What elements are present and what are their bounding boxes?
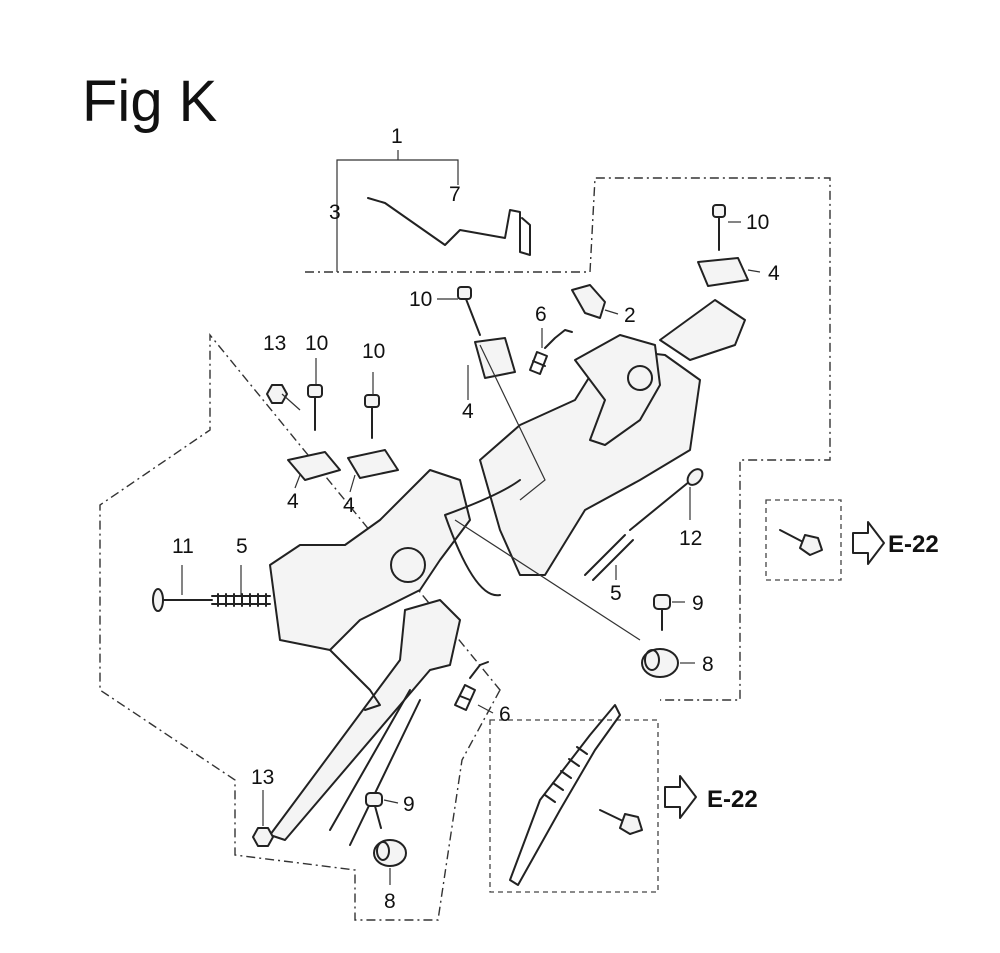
reference-label-upper: E-22: [888, 531, 939, 558]
control-lever-bracket: [479, 349, 701, 576]
center-boss: [390, 547, 426, 583]
bolt-10-center-left: [364, 394, 380, 439]
callout-6-upper: 6: [535, 303, 547, 326]
choke-plate: [574, 334, 661, 446]
callout-10-center-left: 10: [362, 340, 385, 363]
spring-6-upper: [529, 329, 573, 375]
reference-box-upper: [765, 499, 842, 581]
bolt-10-center: [457, 286, 481, 336]
nut-13-lower: [252, 827, 274, 847]
knob-8-lower: [373, 839, 407, 867]
callout-9-right: 9: [692, 592, 704, 615]
lower-arm: [329, 689, 421, 846]
wire-clamp-center: [474, 337, 516, 379]
callout-11: 11: [172, 535, 194, 558]
reference-label-lower: E-22: [707, 786, 758, 813]
callout-6-lower: 6: [499, 703, 511, 726]
callout-9-lower: 9: [403, 793, 415, 816]
callout-1: 1: [391, 125, 403, 148]
arrow-right-icon: [852, 521, 885, 565]
bolt-10-right: [712, 204, 726, 251]
pin-9-right: [653, 594, 671, 631]
upper-right-plate: [659, 299, 746, 361]
wire-clamp-left-1: [287, 451, 341, 481]
callout-8-right: 8: [702, 653, 714, 676]
callout-10-left: 10: [305, 332, 328, 355]
wire-clamp-right: [697, 257, 749, 287]
screw-11: [152, 588, 213, 612]
throttle-lever-arm: [269, 599, 461, 841]
callout-3: 3: [329, 201, 341, 224]
bolt-10-left: [307, 384, 323, 431]
wire-clamp-left-2: [347, 449, 399, 479]
nut-13-upper: [266, 384, 288, 404]
callout-13-upper: 13: [263, 332, 286, 355]
bolt-reference-upper: [779, 529, 823, 556]
callout-4-left: 4: [287, 490, 299, 513]
figure-title: Fig K: [82, 69, 218, 134]
arrow-right-icon: [664, 775, 697, 819]
throttle-rod: [367, 197, 531, 256]
callout-10-center: 10: [409, 288, 432, 311]
screw-12: [629, 476, 696, 531]
callout-5-left: 5: [236, 535, 248, 558]
spring-reference-lower: [509, 704, 621, 886]
screw-12-head: [686, 468, 704, 486]
pin-9-lower: [365, 792, 383, 829]
lower-link: [329, 649, 381, 711]
callout-8-lower: 8: [384, 890, 396, 913]
knob-8-right: [641, 648, 679, 678]
callout-10-right: 10: [746, 211, 769, 234]
reference-box-lower: [489, 719, 659, 893]
spring-5-left: [211, 593, 271, 607]
spring-5-right: [584, 534, 634, 581]
cable-clip: [571, 284, 606, 319]
leader-lines: [181, 221, 761, 885]
choke-knob: [627, 365, 653, 391]
callout-12: 12: [679, 527, 702, 550]
callout-2: 2: [624, 304, 636, 327]
callout-4-right: 4: [768, 262, 780, 285]
callout-13-lower: 13: [251, 766, 274, 789]
center-arc: [444, 479, 521, 597]
wire-link: [454, 344, 641, 641]
callout-4-center-left: 4: [343, 494, 355, 517]
callout-5-right: 5: [610, 582, 622, 605]
assembly-boundary: [99, 177, 831, 921]
spring-6-lower: [454, 661, 489, 711]
callout-4-center: 4: [462, 400, 474, 423]
callout-7: 7: [449, 183, 461, 206]
group-1-bracket: [336, 150, 459, 272]
bolt-reference-lower: [599, 809, 643, 835]
